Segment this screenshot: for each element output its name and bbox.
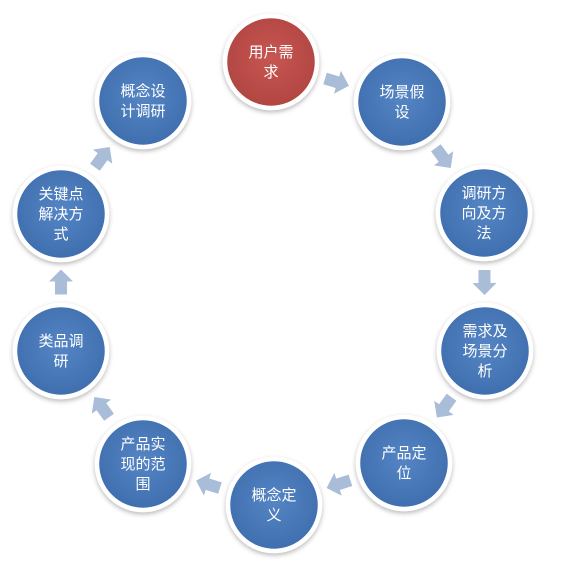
node-label: 用户需 [248, 43, 293, 61]
node-label: 求 [263, 63, 278, 81]
node-circle [12, 302, 110, 400]
flow-arrow-icon [196, 472, 222, 496]
node-label: 计调研 [120, 102, 165, 120]
flow-arrow-icon [431, 144, 454, 168]
node-circle [225, 456, 323, 554]
node-label: 关键点 [38, 185, 83, 203]
node-label: 析 [477, 362, 492, 380]
node-label: 设 [394, 103, 409, 121]
node-circle [94, 415, 192, 513]
node-label: 义 [266, 506, 281, 524]
node-label: 场景分 [462, 342, 507, 360]
node-label: 类品调 [38, 332, 83, 350]
node-label: 位 [396, 464, 411, 482]
node-label: 需求及 [462, 322, 507, 340]
node-circle [436, 302, 534, 400]
node-circle [353, 53, 451, 151]
flow-arrow-icon [49, 269, 73, 295]
flow-arrow-icon [323, 70, 349, 94]
node-label: 围 [135, 475, 150, 493]
nodes-layer: 用户需求场景假设调研方向及方法需求及场景分析产品定位概念定义产品实现的范围类品调… [12, 13, 534, 554]
flow-arrow-icon [91, 396, 114, 421]
node-label: 现的范 [120, 455, 165, 473]
node-label: 法 [476, 224, 491, 242]
node-label: 概念设 [120, 82, 165, 100]
flow-arrow-icon [472, 269, 497, 295]
node-circle [222, 13, 320, 111]
node-label: 向及方 [461, 204, 506, 222]
node-label: 场景假 [379, 83, 424, 101]
flow-arrow-icon [434, 393, 457, 418]
node-label: 调研方 [461, 184, 506, 202]
node-circle [94, 52, 192, 150]
flow-arrow-icon [326, 472, 353, 496]
node-circle [355, 414, 453, 512]
node-circle [435, 164, 533, 262]
node-label: 产品定 [381, 444, 426, 462]
node-label: 产品实 [120, 435, 165, 453]
node-label: 式 [53, 225, 68, 243]
arrows-layer [49, 70, 497, 496]
node-label: 研 [53, 352, 68, 370]
flow-arrow-icon [90, 146, 113, 171]
node-label: 概念定 [251, 486, 296, 504]
node-circle [12, 165, 110, 263]
node-label: 解决方 [38, 205, 83, 223]
